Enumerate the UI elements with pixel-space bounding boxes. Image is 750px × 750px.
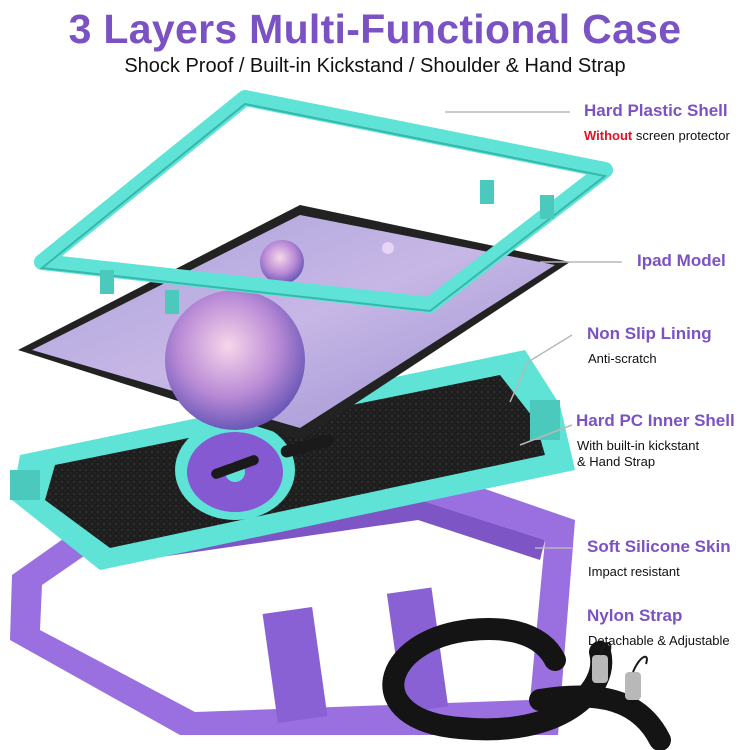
page-title: 3 Layers Multi-Functional Case (68, 6, 682, 52)
label-hard-pc-inner-shell: Hard PC Inner Shell (576, 411, 735, 430)
hard-plastic-shell (34, 90, 613, 314)
desc-highlight-without: Without (584, 128, 633, 143)
strap-clip-right (625, 672, 641, 700)
label-nylon-strap: Nylon Strap (587, 606, 683, 625)
label-hard-plastic-shell: Hard Plastic Shell (584, 101, 728, 120)
desc-non-slip-lining: Anti-scratch (588, 351, 657, 366)
tablet-model (18, 205, 570, 440)
wallpaper-planet-small (260, 240, 304, 284)
callout-lines (445, 111, 622, 549)
wallpaper-planet-large (165, 290, 305, 430)
desc-nylon-strap: Detachable & Adjustable (588, 633, 730, 648)
label-non-slip-lining: Non Slip Lining (587, 324, 712, 343)
desc-hard-pc-inner-shell-line1: With built-in kickstant (577, 438, 700, 453)
desc-hard-pc-inner-shell-line2: & Hand Strap (577, 454, 656, 469)
strap-clip-left (592, 655, 608, 683)
desc-soft-silicone-skin: Impact resistant (588, 564, 680, 579)
desc-hard-plastic-shell: Without screen protector (584, 127, 730, 145)
non-slip-lining (45, 375, 545, 548)
label-ipad-model: Ipad Model (637, 251, 726, 270)
page-subtitle: Shock Proof / Built-in Kickstand / Shoul… (124, 55, 626, 77)
hard-pc-inner-shell (10, 350, 575, 570)
nylon-strap (382, 618, 671, 750)
desc-screen-protector: screen protector (632, 128, 730, 143)
label-soft-silicone-skin: Soft Silicone Skin (587, 537, 731, 556)
